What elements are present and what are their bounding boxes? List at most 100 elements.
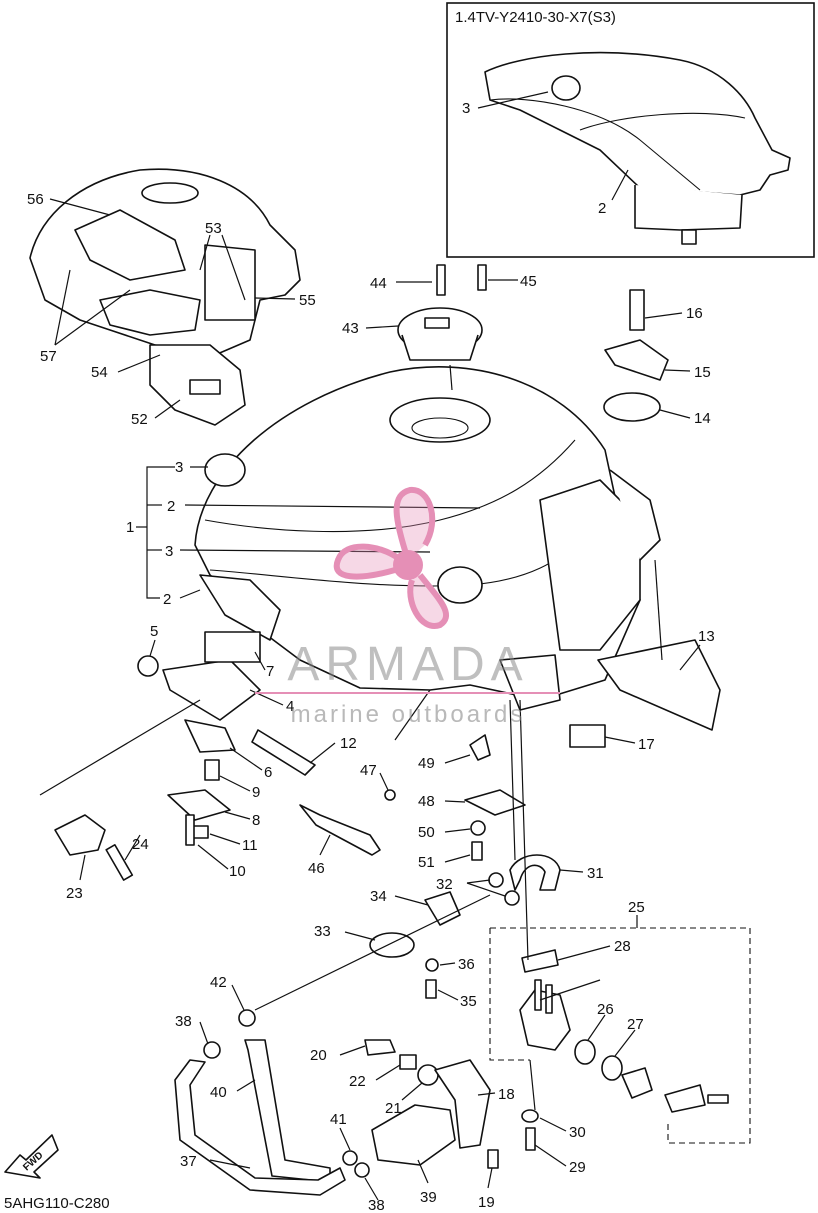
clamp-42 [238, 1009, 256, 1027]
callout-48: 48 [418, 793, 435, 810]
armada-watermark: ARMADA marine outboards [255, 487, 560, 728]
callout-43: 43 [342, 320, 359, 337]
bracket-frame [146, 466, 175, 599]
lever-knob [621, 1067, 653, 1099]
leader-17 [604, 736, 636, 744]
watermark-brand: ARMADA [287, 638, 528, 691]
cover-lower-panel [99, 289, 201, 336]
watermark-tagline: marine outboards [291, 701, 526, 728]
callout-20: 20 [310, 1047, 327, 1064]
leader-8 [224, 811, 251, 820]
callout-3b: 3 [165, 543, 173, 560]
damper-21 [417, 1064, 439, 1086]
inset-leader-2 [611, 169, 629, 201]
inset-callout-2: 2 [598, 200, 606, 217]
tank-front-mount [199, 574, 281, 641]
tank-emblem-right [437, 566, 483, 604]
callout-36: 36 [458, 956, 475, 973]
group-25-frame [490, 927, 751, 1144]
callout-34: 34 [370, 888, 387, 905]
leader-38b [364, 1177, 379, 1201]
leader-54 [117, 354, 161, 373]
guide-line-cap [449, 364, 453, 391]
plate-48 [464, 789, 526, 816]
fuel-tank-main [194, 366, 661, 711]
leader-12 [309, 742, 336, 764]
fuel-cock-pipe-b [545, 984, 553, 1014]
gasket-28 [521, 949, 559, 973]
clamp-38b [354, 1162, 370, 1178]
leader-57b [54, 289, 131, 346]
clip-47 [384, 789, 396, 801]
screw-29 [525, 1127, 536, 1151]
fuel-cap-key [424, 317, 450, 329]
cover-panel-right [204, 244, 256, 321]
clamp-38a [203, 1041, 221, 1059]
callout-46: 46 [308, 860, 325, 877]
leader-50 [444, 828, 471, 833]
callout-23: 23 [66, 885, 83, 902]
tank-side-panel [539, 479, 641, 651]
callout-1: 1 [126, 519, 134, 536]
callout-54: 54 [91, 364, 108, 381]
callout-30: 30 [569, 1124, 586, 1141]
collar-22 [399, 1054, 417, 1070]
inset-tank-bottom [634, 185, 743, 231]
callout-21: 21 [385, 1100, 402, 1117]
leader-41 [339, 1127, 351, 1151]
callout-8: 8 [252, 812, 260, 829]
leader-47 [379, 772, 389, 791]
callout-5: 5 [150, 623, 158, 640]
callout-2a: 2 [167, 498, 175, 515]
inset-tank-edge [489, 98, 701, 191]
leader-46 [319, 834, 331, 856]
leader-32b [466, 882, 506, 897]
bolt-16 [629, 289, 645, 331]
callout-52: 52 [131, 411, 148, 428]
callout-51: 51 [418, 854, 435, 871]
collar-9 [204, 759, 220, 781]
callout-33: 33 [314, 923, 331, 940]
callout-38a: 38 [175, 1013, 192, 1030]
leader-52 [154, 399, 181, 419]
leader-40 [236, 1079, 256, 1092]
bracket-18 [434, 1059, 491, 1149]
leader-6 [229, 747, 263, 771]
leader-43 [365, 325, 399, 329]
mounting-hardware [54, 631, 316, 881]
callout-6: 6 [264, 764, 272, 781]
filter-33 [369, 932, 415, 958]
cover-panel-left [74, 209, 186, 281]
diagram-code: 5AHG110-C280 [4, 1195, 110, 1212]
callout-15: 15 [694, 364, 711, 381]
leader-33 [344, 931, 376, 941]
o-ring-26 [574, 1039, 596, 1065]
leader-2b [179, 589, 201, 599]
callout-38b: 38 [368, 1197, 385, 1213]
screw-24 [105, 843, 134, 881]
callout-3a: 3 [175, 459, 183, 476]
callout-56: 56 [27, 191, 44, 208]
leader-39 [417, 1159, 429, 1184]
leader-11 [209, 833, 241, 845]
nut-5 [137, 655, 159, 677]
washer-30 [521, 1109, 539, 1123]
callout-53: 53 [205, 220, 222, 237]
leader-22 [375, 1064, 401, 1081]
callout-16: 16 [686, 305, 703, 322]
leader-16 [644, 312, 683, 319]
callout-12: 12 [340, 735, 357, 752]
leader-20 [339, 1045, 366, 1056]
callout-49: 49 [418, 755, 435, 772]
leader-49 [444, 754, 471, 764]
bolt-12 [251, 729, 316, 776]
cap-bolt-44 [436, 264, 446, 296]
leader-13 [679, 644, 701, 671]
leader-28 [557, 945, 611, 961]
guide-line-drain [529, 1059, 536, 1111]
screw-19 [487, 1149, 499, 1169]
fuel-system [174, 734, 561, 1196]
collar-36 [425, 958, 439, 972]
inset-callout-3: 3 [462, 100, 470, 117]
